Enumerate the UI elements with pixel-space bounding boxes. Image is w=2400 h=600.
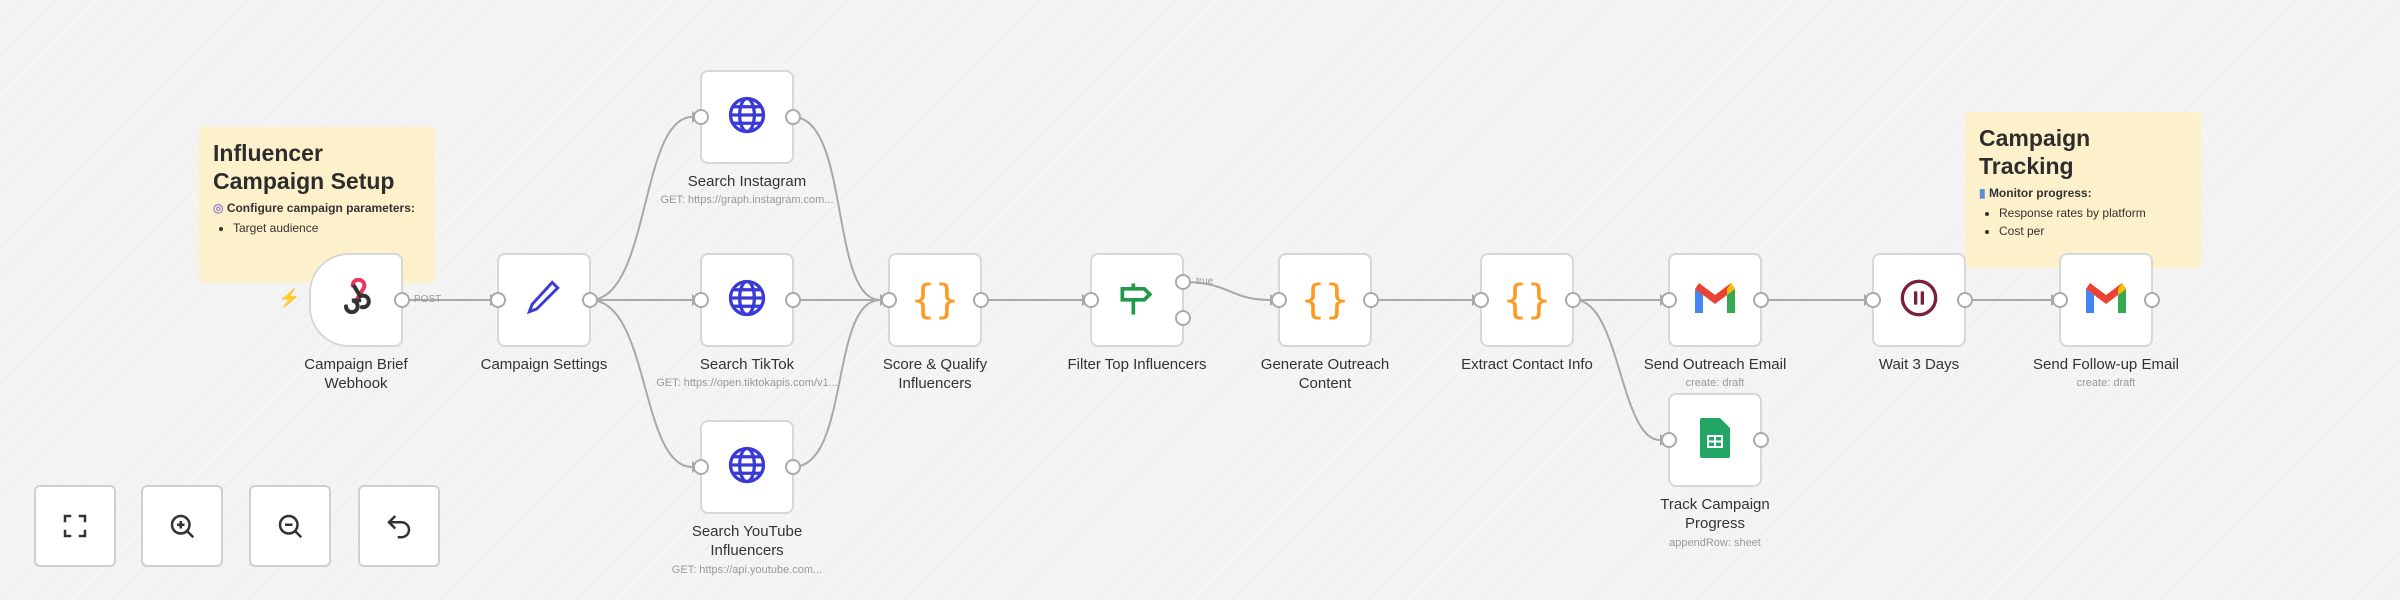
edge-label-post: POST <box>414 294 442 305</box>
code-braces-icon: {} <box>910 277 960 323</box>
node-webhook[interactable] <box>309 253 410 347</box>
node-instagram[interactable] <box>693 70 801 164</box>
gmail-icon <box>2084 281 2128 320</box>
fit-view-button[interactable] <box>34 485 116 567</box>
output-port[interactable] <box>2144 292 2160 308</box>
node-sublabel: appendRow: sheet <box>1669 537 1761 549</box>
output-port[interactable] <box>1565 292 1581 308</box>
node-tiktok[interactable] <box>693 253 801 347</box>
node-label: Generate Outreach Content <box>1260 356 1390 392</box>
sticky-subtitle: ◎ Configure campaign parameters: <box>213 201 415 215</box>
output-port[interactable] <box>1363 292 1379 308</box>
sticky-item: Cost per <box>1999 222 2187 240</box>
pencil-icon <box>522 276 566 325</box>
input-port[interactable] <box>693 109 709 125</box>
node-label: Campaign Brief Webhook <box>304 356 408 392</box>
input-port[interactable] <box>693 292 709 308</box>
input-port[interactable] <box>1271 292 1287 308</box>
zoom-out-button[interactable] <box>249 485 331 567</box>
sticky-item: Target audience <box>233 219 421 237</box>
node-sublabel: create: draft <box>2076 377 2136 389</box>
input-port[interactable] <box>490 292 506 308</box>
code-braces-icon: {} <box>1300 277 1350 323</box>
input-port[interactable] <box>881 292 897 308</box>
input-port[interactable] <box>1865 292 1881 308</box>
sticky-note-campaign-tracking[interactable]: Campaign Tracking ▮ Monitor progress: Re… <box>1965 112 2201 268</box>
input-port[interactable] <box>2052 292 2068 308</box>
node-send[interactable] <box>1661 253 1769 347</box>
sticky-item: Response rates by platform <box>1999 204 2187 222</box>
output-port-false[interactable] <box>1175 310 1191 326</box>
node-label: Filter Top Influencers <box>1067 356 1207 373</box>
output-port[interactable] <box>785 109 801 125</box>
google-sheets-icon <box>1700 417 1730 463</box>
globe-icon <box>725 276 769 325</box>
node-settings[interactable] <box>490 253 598 347</box>
output-port[interactable] <box>973 292 989 308</box>
edge-label-true: true <box>1196 276 1214 287</box>
output-port[interactable] <box>785 292 801 308</box>
fit-view-icon <box>63 514 87 538</box>
globe-icon <box>725 443 769 492</box>
input-port[interactable] <box>1083 292 1099 308</box>
output-port[interactable] <box>394 292 410 308</box>
input-port[interactable] <box>693 459 709 475</box>
node-label: Score & Qualify Influencers <box>882 356 988 392</box>
input-port[interactable] <box>1473 292 1489 308</box>
node-sublabel: GET: https://api.youtube.com... <box>671 564 823 576</box>
node-score[interactable]: {} <box>881 253 989 347</box>
node-youtube[interactable] <box>693 420 801 514</box>
sticky-title: Campaign Tracking <box>1979 125 2091 179</box>
zoom-out-icon <box>278 514 303 539</box>
output-port[interactable] <box>1957 292 1973 308</box>
node-followup[interactable] <box>2052 253 2160 347</box>
output-port[interactable] <box>582 292 598 308</box>
input-port[interactable] <box>1661 432 1677 448</box>
gmail-icon <box>1693 281 1737 320</box>
pause-icon <box>1899 278 1939 323</box>
zoom-in-icon <box>170 514 195 539</box>
undo-icon <box>387 515 411 539</box>
node-sublabel: GET: https://open.tiktokapis.com/v1... <box>656 377 838 389</box>
output-port-true[interactable] <box>1175 274 1191 290</box>
sticky-subtitle: ▮ Monitor progress: <box>1979 186 2092 200</box>
node-label: Search Instagram <box>687 173 807 190</box>
zoom-in-button[interactable] <box>141 485 223 567</box>
node-extract[interactable]: {} <box>1473 253 1581 347</box>
node-label: Track Campaign Progress <box>1660 496 1770 532</box>
node-sublabel: GET: https://graph.instagram.com... <box>660 194 834 206</box>
input-port[interactable] <box>1661 292 1677 308</box>
node-label: Search YouTube Influencers <box>691 523 803 559</box>
globe-icon <box>725 93 769 142</box>
node-label: Search TikTok <box>699 356 795 373</box>
node-filter[interactable] <box>1083 253 1191 347</box>
code-braces-icon: {} <box>1502 277 1552 323</box>
output-port[interactable] <box>785 459 801 475</box>
node-generate[interactable]: {} <box>1271 253 1379 347</box>
node-label: Send Outreach Email <box>1643 356 1787 373</box>
node-wait[interactable] <box>1865 253 1973 347</box>
webhook-icon <box>336 277 376 323</box>
output-port[interactable] <box>1753 292 1769 308</box>
node-track[interactable] <box>1661 393 1769 487</box>
node-label: Wait 3 Days <box>1878 356 1960 373</box>
node-label: Campaign Settings <box>480 356 608 373</box>
output-port[interactable] <box>1753 432 1769 448</box>
node-sublabel: create: draft <box>1685 377 1745 389</box>
undo-button[interactable] <box>358 485 440 567</box>
signpost-icon <box>1115 276 1159 325</box>
node-label: Extract Contact Info <box>1461 356 1593 373</box>
node-label: Send Follow-up Email <box>2033 356 2179 373</box>
sticky-title: Influencer Campaign Setup <box>213 140 395 194</box>
trigger-bolt-icon: ⚡ <box>278 288 301 308</box>
